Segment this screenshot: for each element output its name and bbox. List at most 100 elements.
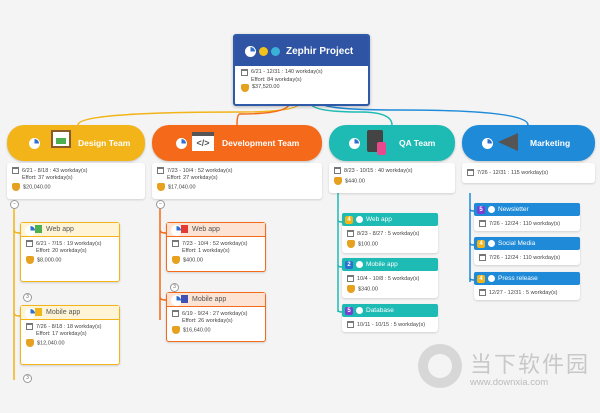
category-title: Development Team	[222, 138, 300, 148]
progress-circle-icon	[356, 261, 363, 268]
task-card-dev-web[interactable]: Web app 7/23 - 10/4 : 52 workday(s) Effo…	[166, 222, 266, 272]
task-card-dev-mobile[interactable]: Mobile app 6/19 - 9/24 : 27 workday(s) E…	[166, 292, 266, 342]
calendar-icon	[479, 220, 486, 227]
money-bag-icon	[172, 325, 180, 334]
cost: $16,640.00	[183, 327, 211, 334]
task-card-mkt-newsletter[interactable]: 5 Newsletter 7/26 - 12/24 : 110 workday(…	[474, 203, 580, 231]
cost: $20,040.00	[23, 184, 51, 191]
effort: Effort: 1 workday(s)	[182, 248, 230, 255]
calendar-icon	[334, 167, 341, 174]
dates: 12/27 - 12/31 : 5 workday(s)	[489, 289, 558, 296]
dates: 7/26 - 12/24 : 110 workday(s)	[489, 254, 561, 261]
smiley-icon	[259, 46, 268, 56]
task-title: Mobile app	[192, 296, 227, 303]
effort: Effort: 20 workday(s)	[36, 248, 87, 255]
category-title: Marketing	[530, 138, 571, 148]
expand-toggle[interactable]: 3	[23, 374, 32, 383]
progress-circle-icon	[356, 216, 363, 223]
cost: $400.00	[183, 257, 203, 264]
dates: 10/4 - 10/8 : 5 workday(s)	[357, 275, 420, 282]
cost: $440.00	[345, 178, 365, 185]
task-title: Web app	[192, 226, 220, 233]
watermark-logo	[418, 344, 462, 388]
category-qa-info: 8/23 - 10/15 : 40 workday(s) $440.00	[329, 163, 455, 193]
task-card-qa-database[interactable]: 5 Database 10/11 - 10/15 : 5 workday(s)	[342, 304, 438, 332]
easel-icon	[51, 130, 71, 148]
dates: 6/21 - 8/18 : 43 workday(s)	[22, 167, 88, 174]
calendar-icon	[347, 230, 354, 237]
calendar-icon	[172, 310, 179, 317]
collapse-toggle[interactable]: −	[156, 200, 165, 209]
root-node[interactable]: Zephir Project 6/21 - 12/31 : 140 workda…	[233, 34, 370, 106]
calendar-icon	[26, 323, 33, 330]
task-card-mkt-press[interactable]: 4 Press release 12/27 - 12/31 : 5 workda…	[474, 272, 580, 300]
expand-toggle[interactable]: 3	[23, 293, 32, 302]
progress-pie-icon	[482, 138, 493, 149]
category-development-team[interactable]: </> Development Team	[152, 125, 322, 161]
category-marketing[interactable]: Marketing	[462, 125, 595, 161]
dates: 8/23 - 8/27 : 5 workday(s)	[357, 230, 420, 237]
task-card-qa-mobile[interactable]: 2 Mobile app 10/4 - 10/8 : 5 workday(s) …	[342, 258, 438, 298]
calendar-icon	[241, 69, 248, 77]
money-bag-icon	[334, 177, 342, 186]
progress-circle-icon	[488, 206, 495, 213]
flag-icon	[35, 308, 42, 316]
task-title: Web app	[46, 226, 74, 233]
priority-badge: 2	[345, 260, 353, 269]
money-bag-icon	[12, 182, 20, 191]
task-title: Web app	[366, 216, 392, 223]
money-bag-icon	[347, 240, 355, 249]
dates: 7/26 - 12/24 : 110 workday(s)	[489, 220, 561, 227]
effort: Effort: 17 workday(s)	[36, 331, 87, 338]
task-card-design-mobile[interactable]: Mobile app 7/26 - 8/18 : 18 workday(s) E…	[20, 305, 120, 365]
dates: 7/26 - 12/31 : 115 workday(s)	[477, 169, 549, 176]
task-card-design-web[interactable]: Web app 6/21 - 7/15 : 19 workday(s) Effo…	[20, 222, 120, 282]
progress-pie-icon	[245, 45, 256, 57]
task-title: Database	[366, 307, 394, 314]
megaphone-icon	[498, 133, 518, 151]
task-title: Social Media	[498, 240, 536, 247]
dates: 6/19 - 9/24 : 27 workday(s)	[182, 310, 248, 317]
cost: $100.00	[358, 241, 378, 248]
calendar-icon	[157, 167, 164, 174]
category-qa-team[interactable]: QA Team	[329, 125, 455, 161]
effort: Effort: 37 workday(s)	[22, 175, 73, 182]
task-card-qa-web[interactable]: 4 Web app 8/23 - 8/27 : 5 workday(s) $10…	[342, 213, 438, 253]
dates: 7/23 - 10/4 : 52 workday(s)	[182, 240, 248, 247]
money-bag-icon	[347, 285, 355, 294]
calendar-icon	[12, 167, 19, 174]
calendar-icon	[347, 275, 354, 282]
calendar-icon	[479, 254, 486, 261]
collapse-toggle[interactable]: −	[10, 200, 19, 209]
progress-circle-icon	[488, 275, 495, 282]
dates: 7/26 - 8/18 : 18 workday(s)	[36, 323, 102, 330]
category-design-team[interactable]: Design Team	[7, 125, 145, 161]
priority-badge: 4	[477, 274, 485, 283]
category-design-info: 6/21 - 8/18 : 43 workday(s) Effort: 37 w…	[7, 163, 145, 199]
expand-toggle[interactable]: 3	[170, 283, 179, 292]
tablet-phone-icon	[367, 130, 386, 155]
flag-icon	[181, 225, 188, 233]
task-title: Press release	[498, 275, 538, 282]
calendar-icon	[172, 240, 179, 247]
priority-badge: 4	[477, 239, 485, 248]
task-title: Mobile app	[366, 261, 398, 268]
category-mkt-info: 7/26 - 12/31 : 115 workday(s)	[462, 163, 595, 183]
cost: $12,040.00	[37, 340, 65, 347]
calendar-icon	[467, 169, 474, 176]
calendar-icon	[26, 240, 33, 247]
progress-pie-icon	[29, 138, 40, 149]
root-title: Zephir Project	[286, 45, 354, 57]
money-bag-icon	[26, 338, 34, 347]
root-effort: Effort: 84 workday(s)	[251, 76, 302, 83]
task-card-mkt-social[interactable]: 4 Social Media 7/26 - 12/24 : 110 workda…	[474, 237, 580, 265]
dates: 7/23 - 10/4 : 52 workday(s)	[167, 167, 233, 174]
money-bag-icon	[157, 182, 165, 191]
root-cost: $37,520.00	[252, 84, 280, 91]
priority-badge: 4	[345, 215, 353, 224]
category-title: QA Team	[399, 138, 436, 148]
priority-badge: 5	[477, 205, 485, 214]
effort: Effort: 26 workday(s)	[182, 318, 233, 325]
dates: 6/21 - 7/15 : 19 workday(s)	[36, 240, 102, 247]
flag-icon	[35, 225, 42, 233]
